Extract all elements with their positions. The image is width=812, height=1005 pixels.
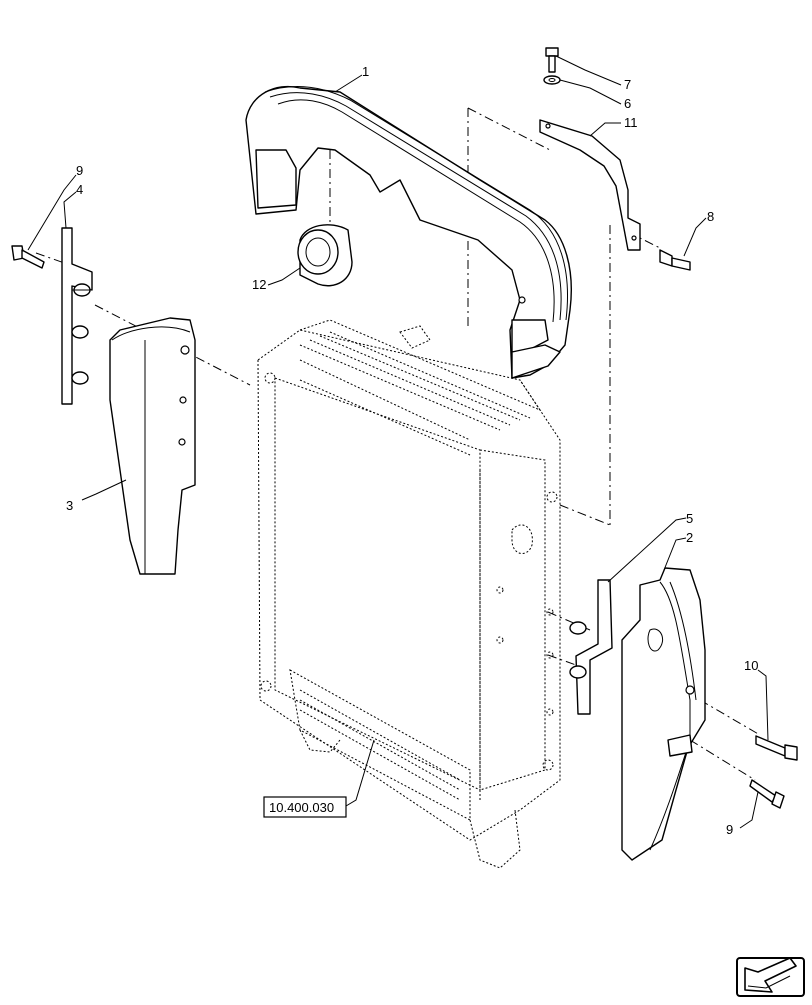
- part-10-bolt: [755, 735, 798, 761]
- reference-box-label: 10.400.030: [269, 800, 334, 815]
- callout-8: 8: [707, 209, 714, 224]
- part-9-bolt-bottom: [749, 779, 785, 809]
- callout-11: 11: [624, 115, 638, 130]
- leader-lines: [27, 55, 769, 829]
- callout-5: 5: [686, 511, 693, 526]
- callout-9-bottom: 9: [726, 822, 733, 837]
- callout-4: 4: [76, 182, 83, 197]
- part-9-bolt-top: [11, 245, 45, 269]
- callout-10: 10: [744, 658, 758, 673]
- part-11-bracket: [539, 119, 641, 251]
- callout-3: 3: [66, 498, 73, 513]
- callout-9-top: 9: [76, 163, 83, 178]
- arrow-next-page-icon[interactable]: [736, 957, 805, 997]
- part-6-washer: [543, 75, 561, 85]
- part-2-side-panel: [621, 567, 706, 861]
- callout-2: 2: [686, 530, 693, 545]
- callout-12: 12: [252, 277, 266, 292]
- reference-box[interactable]: 10.400.030: [263, 796, 347, 818]
- part-3-side-panel: [109, 317, 196, 575]
- callout-7: 7: [624, 77, 631, 92]
- part-4-plate: [61, 227, 93, 405]
- part-5-plate: [569, 579, 613, 715]
- callout-labels: 1 7 6 11 8 9 4 12 3 5 2 10 9: [66, 64, 758, 837]
- radiator-assembly: [257, 319, 561, 869]
- part-7-bolt: [545, 47, 559, 73]
- part-1-top-shroud: [245, 85, 572, 379]
- callout-6: 6: [624, 96, 631, 111]
- callout-1: 1: [362, 64, 369, 79]
- part-8-bolt: [659, 249, 691, 271]
- part-12-grommet: [297, 224, 353, 287]
